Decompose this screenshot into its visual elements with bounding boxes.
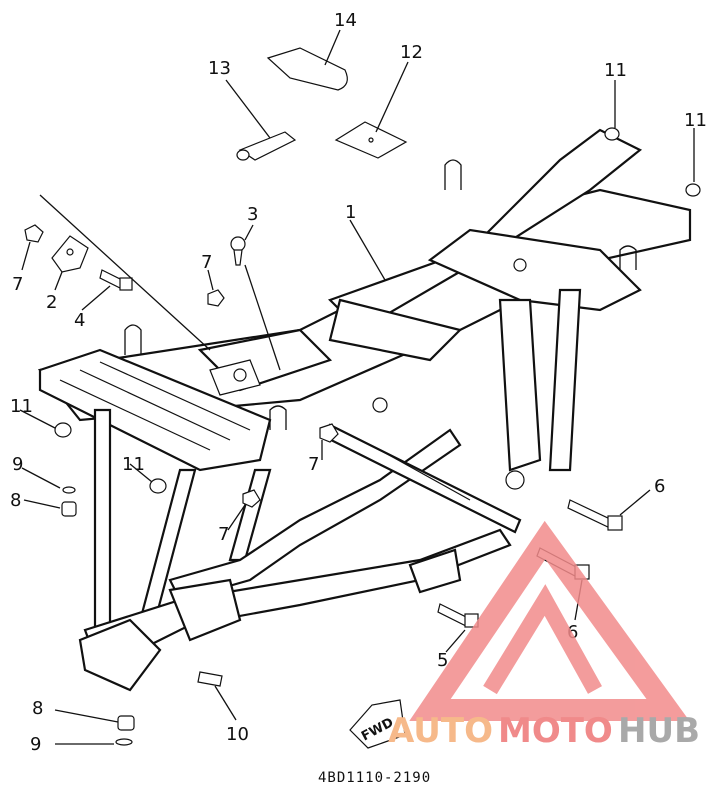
callout-13: 13 [208, 58, 231, 79]
watermark-auto: AUTO [388, 711, 493, 751]
callout-6-lower: 6 [567, 622, 578, 643]
callout-8-lower: 8 [32, 698, 43, 719]
part-13-clamp [236, 131, 297, 161]
callout-7-left: 7 [12, 274, 23, 295]
callout-11-mid: 11 [122, 454, 145, 475]
callout-14: 14 [334, 10, 357, 31]
part-7-nut-a [24, 224, 44, 243]
callout-7-lower: 7 [218, 524, 229, 545]
callout-3: 3 [247, 204, 258, 225]
callout-9-upper: 9 [12, 454, 23, 475]
part-11-caps [54, 127, 701, 494]
callout-11-top-right: 11 [604, 60, 627, 81]
callout-6-upper: 6 [654, 476, 665, 497]
callout-9-lower: 9 [30, 734, 41, 755]
watermark-hub: HUB [618, 711, 700, 751]
part-10-fitting [197, 671, 223, 687]
part-5-bolt [437, 603, 479, 628]
part-14-pad [266, 47, 348, 91]
fwd-arrow: FWD [349, 699, 406, 749]
callout-7-top: 7 [201, 252, 212, 273]
callout-11-left: 11 [10, 396, 33, 417]
part-7-nut-b [207, 289, 225, 307]
callout-11-far-right: 11 [684, 110, 707, 131]
callout-7-center: 7 [308, 454, 319, 475]
callout-4: 4 [74, 310, 85, 331]
callout-1: 1 [345, 202, 356, 223]
part-4-bolt [99, 269, 133, 291]
part-8-9-grommets [61, 486, 135, 746]
part-7-nut-d [242, 489, 261, 508]
frame-assembly [37, 128, 692, 692]
part-7-nut-c [319, 423, 339, 443]
callout-10: 10 [226, 724, 249, 745]
part-code: 4BD1110-2190 [318, 770, 431, 786]
watermark-text: AUTO MOTO HUB [388, 711, 700, 751]
callout-8-upper: 8 [10, 490, 21, 511]
callout-5: 5 [437, 650, 448, 671]
part-12-plate [334, 121, 408, 159]
callout-12: 12 [400, 42, 423, 63]
part-3-bolt [230, 236, 246, 266]
part-2-bracket [51, 235, 89, 273]
watermark-moto: MOTO [498, 711, 613, 751]
callout-2: 2 [46, 292, 57, 313]
watermark-logo [409, 520, 690, 721]
callouts: 1 2 3 4 5 6 6 7 7 7 7 8 8 9 9 10 11 11 1… [10, 10, 707, 755]
